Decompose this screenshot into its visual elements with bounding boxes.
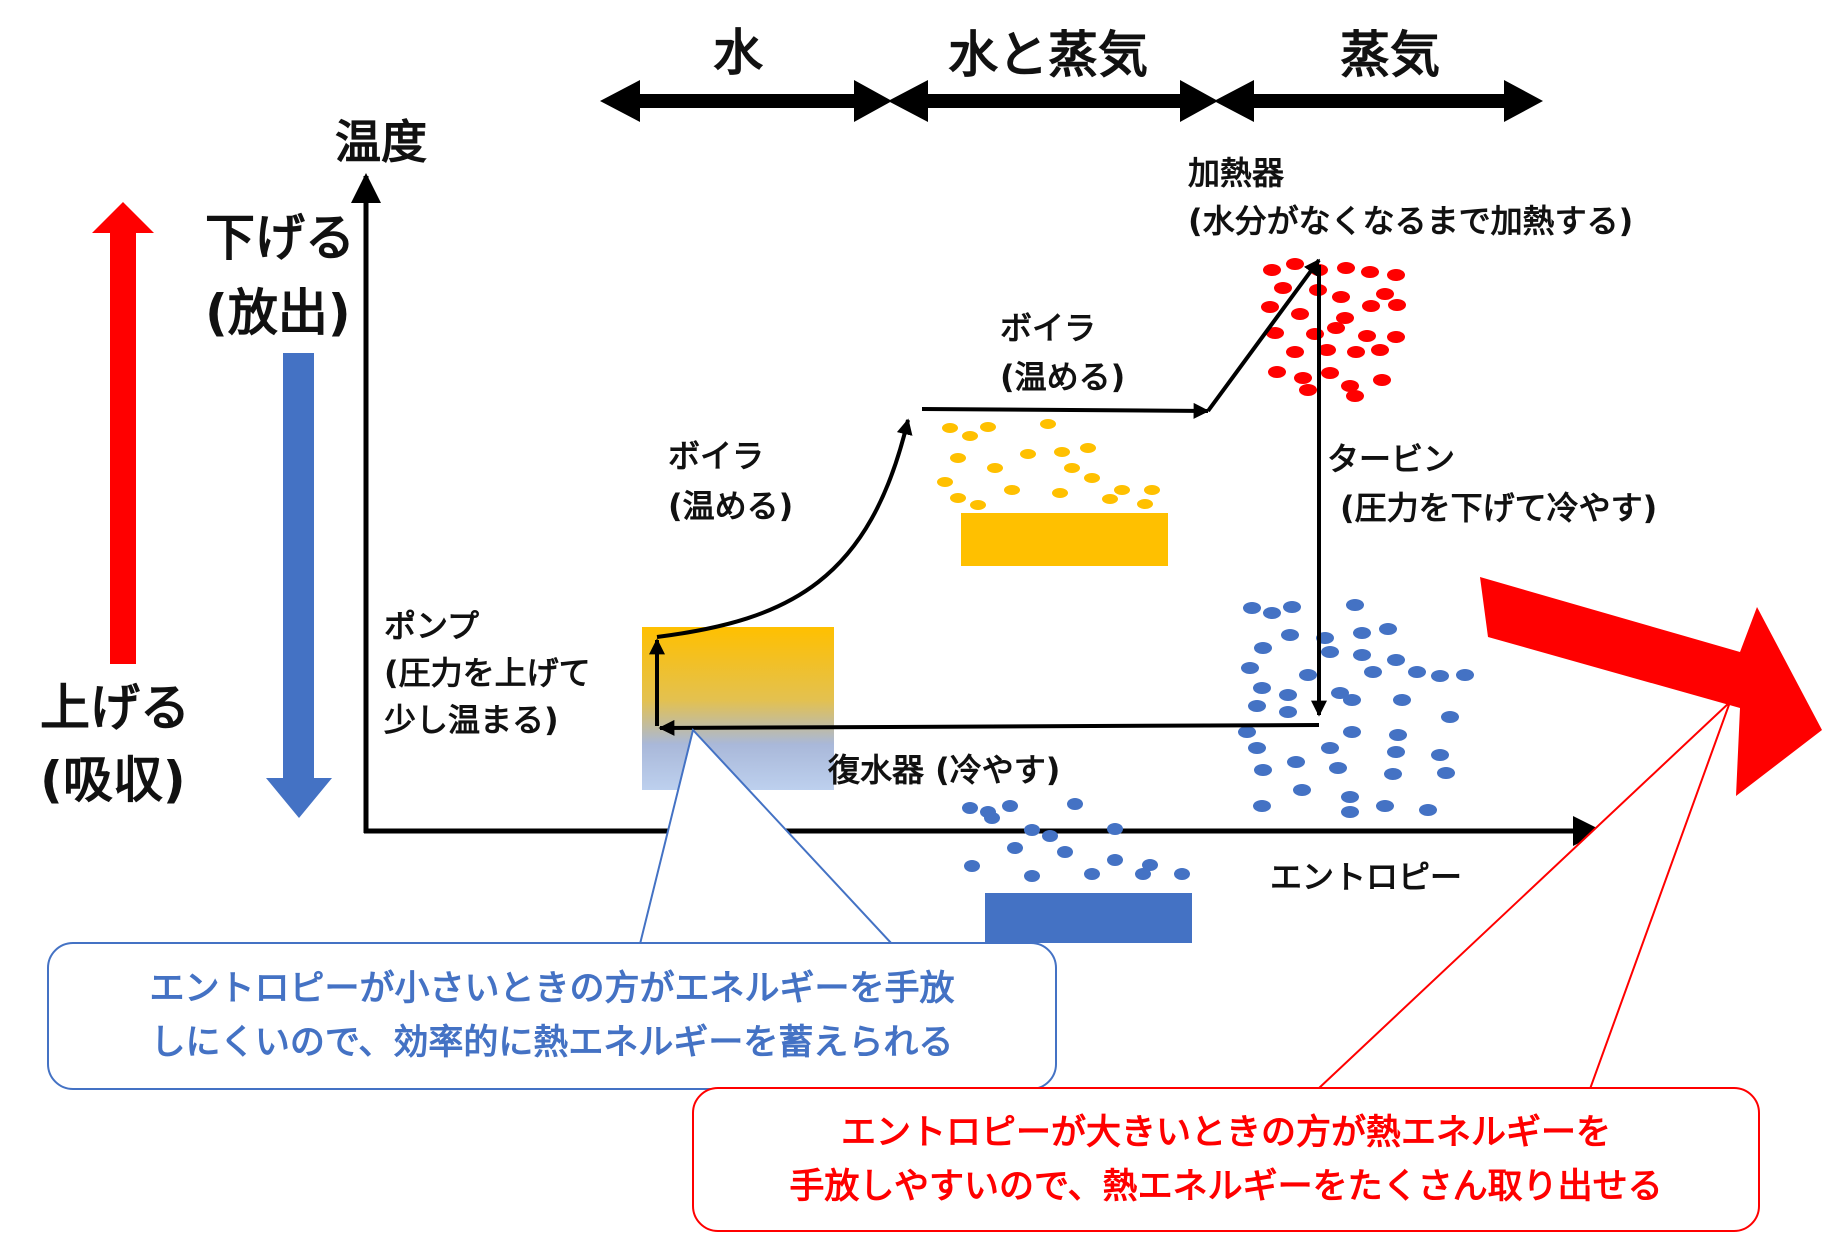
heater-label-2: (水分がなくなるまで加熱する) <box>1188 202 1633 240</box>
blue-callout: エントロピーが小さいときの方がエネルギーを手放 しにくいので、効率的に熱エネルギ… <box>47 942 1057 1090</box>
condenser-water-block <box>985 893 1192 943</box>
phase-label-steam: 蒸気 <box>1340 26 1440 84</box>
boiler-water-block <box>961 513 1168 566</box>
cycle-boiler-curve <box>656 418 913 639</box>
boiler1-label-2: (温める) <box>668 487 793 525</box>
boiler-particles <box>937 419 1160 510</box>
turbine-particles <box>1238 599 1474 818</box>
condenser-label: 復水器 (冷やす) <box>827 751 1060 789</box>
phase-arrow-water-steam <box>888 80 1218 122</box>
phase-arrow-water <box>600 80 892 122</box>
heater-label: 加熱器 <box>1188 154 1285 192</box>
turbine-label: タービン <box>1327 440 1455 478</box>
pump-label-3: 少し温まる) <box>384 701 559 739</box>
phase-arrows <box>600 80 1543 122</box>
blue-callout-line1: エントロピーが小さいときの方がエネルギーを手放 <box>149 969 955 1009</box>
boiler2-label-2: (温める) <box>1000 358 1125 396</box>
blue-down-arrow <box>266 353 332 818</box>
heater-particles <box>1261 258 1406 402</box>
x-axis-label: エントロピー <box>1270 858 1462 896</box>
boiler2-label: ボイラ <box>1000 309 1096 347</box>
raise-label: 上げる <box>40 679 190 737</box>
pump-label-2: (圧力を上げて <box>384 654 591 692</box>
y-axis-label: 温度 <box>335 115 427 169</box>
red-callout: エントロピーが大きいときの方が熱エネルギーを 手放しやすいので、熱エネルギーをた… <box>692 1087 1760 1232</box>
cycle-heater-segment <box>1206 258 1321 413</box>
pump-block <box>642 627 834 790</box>
condenser-particles <box>962 798 1190 882</box>
lower-label-sub: (放出) <box>205 284 351 342</box>
raise-label-sub: (吸収) <box>40 751 186 809</box>
cycle-path <box>649 258 1327 736</box>
blue-callout-line2: しにくいので、効率的に熱エネルギーを蓄えられる <box>150 1023 954 1063</box>
boiler1-label: ボイラ <box>668 437 764 475</box>
red-up-arrow <box>92 202 154 664</box>
phase-label-water-steam: 水と蒸気 <box>948 26 1148 84</box>
phase-label-water: 水 <box>713 24 764 82</box>
red-callout-line1: エントロピーが大きいときの方が熱エネルギーを <box>840 1112 1611 1153</box>
big-red-arrow <box>1480 577 1822 796</box>
cycle-boiler-flat <box>921 402 1210 419</box>
red-callout-line2: 手放しやすいので、熱エネルギーをたくさん取り出せる <box>789 1166 1663 1207</box>
turbine-label-2: (圧力を下げて冷やす) <box>1340 489 1657 527</box>
cycle-condenser-segment <box>658 719 1320 736</box>
phase-arrow-steam <box>1214 80 1543 122</box>
lower-label: 下げる <box>205 209 355 267</box>
pump-label: ポンプ <box>384 607 480 645</box>
